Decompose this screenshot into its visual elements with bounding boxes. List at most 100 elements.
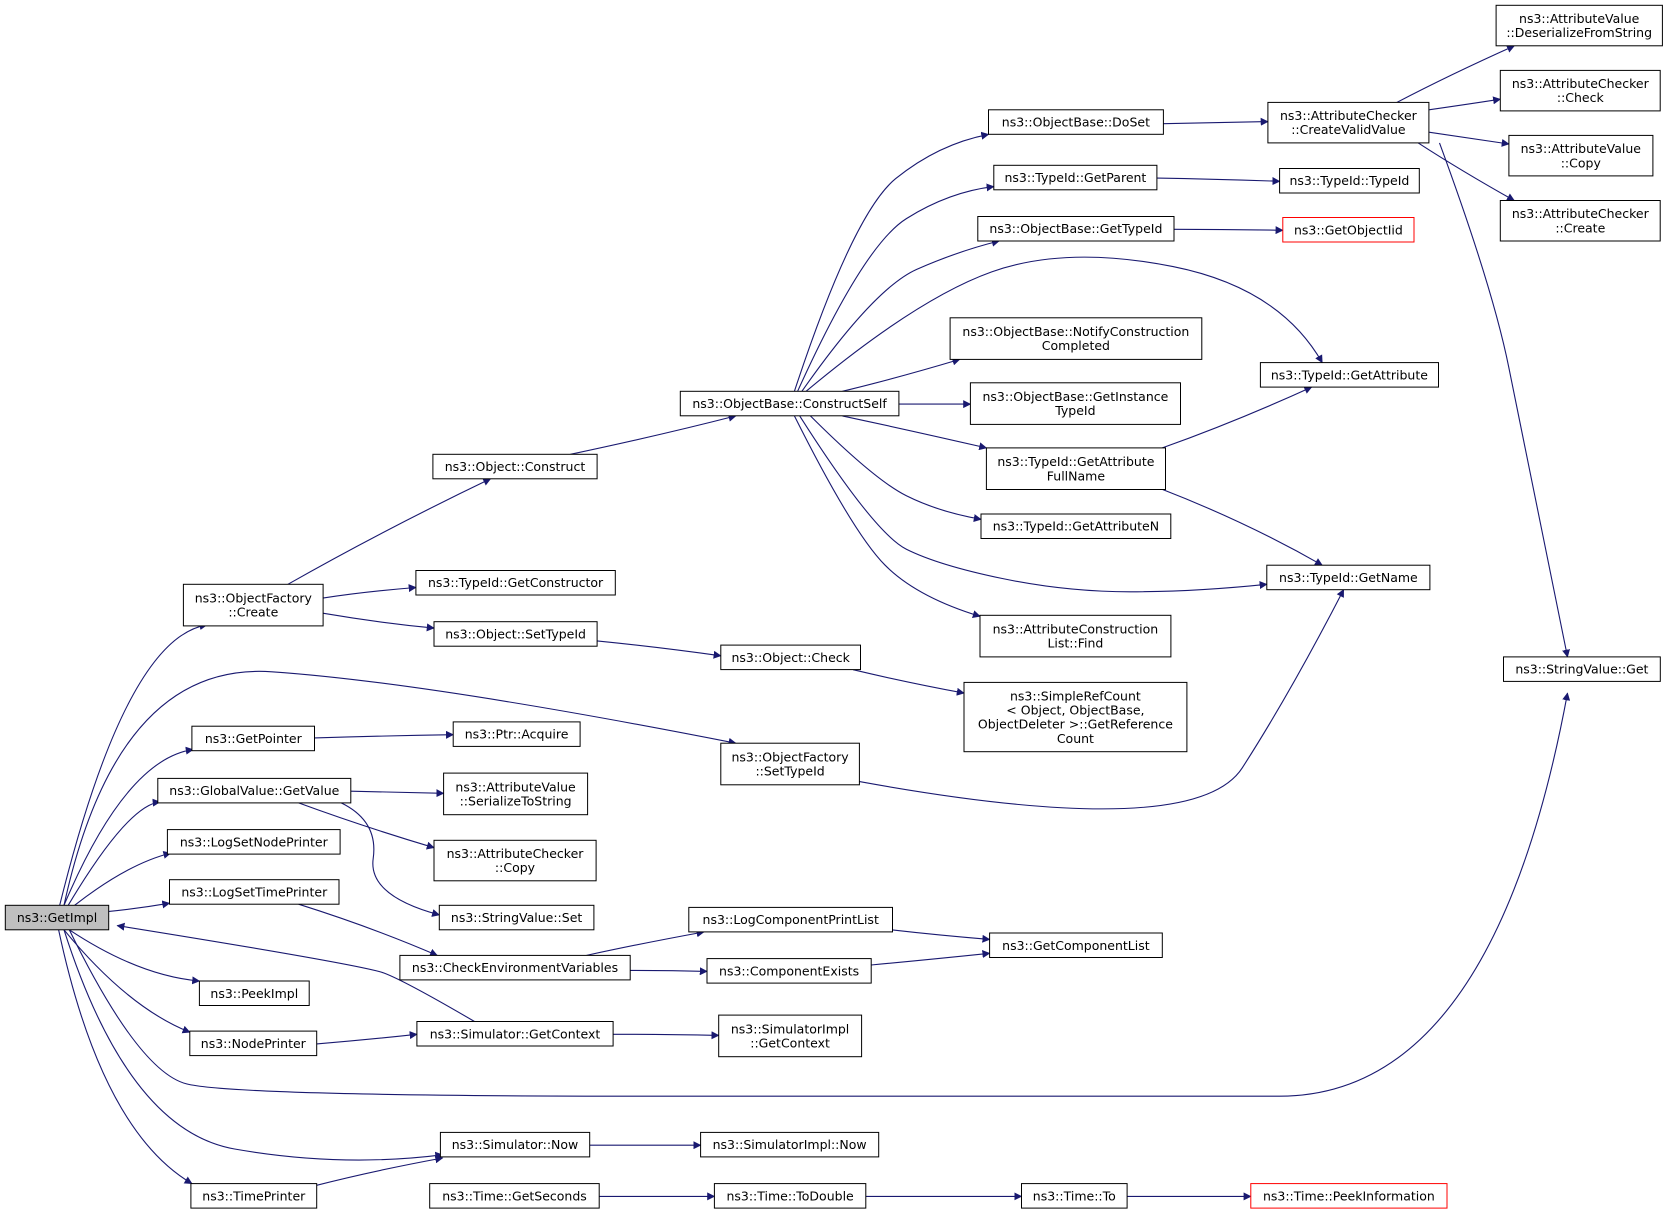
node-attribute-value-serialize[interactable]: ns3::AttributeValue::SerializeToString [443,772,589,816]
node-object-base-notify-construction[interactable]: ns3::ObjectBase::NotifyConstructionCompl… [949,317,1203,360]
node-attribute-checker-create-valid-value[interactable]: ns3::AttributeChecker::CreateValidValue [1267,101,1430,144]
edge-object-factory-create-to-object-construct [287,478,492,585]
node-label: ::SetTypeId [755,764,824,779]
node-label: ns3::StringValue::Set [451,910,582,925]
node-object-set-typeid[interactable]: ns3::Object::SetTypeId [433,621,598,647]
node-object-factory-set-typeid[interactable]: ns3::ObjectFactory::SetTypeId [720,742,860,786]
edge-component-exists-to-get-component-list [871,950,991,966]
edge-object-base-construct-self-to-object-base-get-typeid [801,238,1000,392]
node-peek-impl[interactable]: ns3::PeekImpl [198,980,310,1006]
node-label: Completed [1042,338,1110,353]
node-label: ns3::ComponentExists [719,963,859,978]
edge-get-impl-to-node-printer [63,929,191,1034]
node-label: ns3::Object::SetTypeId [445,626,586,641]
node-typeid-get-attribute-n[interactable]: ns3::TypeId::GetAttributeN [980,513,1172,539]
node-object-check[interactable]: ns3::Object::Check [720,644,861,671]
node-check-environment-variables[interactable]: ns3::CheckEnvironmentVariables [399,954,631,981]
node-object-construct[interactable]: ns3::Object::Construct [432,453,598,480]
node-label: ::Copy [495,860,536,875]
node-object-base-construct-self[interactable]: ns3::ObjectBase::ConstructSelf [679,390,900,417]
node-attribute-checker-create[interactable]: ns3::AttributeChecker::Create [1499,200,1661,242]
node-simulator-now[interactable]: ns3::Simulator::Now [439,1131,591,1158]
node-global-value-get-value[interactable]: ns3::GlobalValue::GetValue [157,777,352,804]
node-label: ns3::TypeId::GetConstructor [428,575,604,590]
edge-object-base-construct-self-to-typeid-get-attribute-n [810,415,982,522]
node-attribute-checker-check[interactable]: ns3::AttributeChecker::Check [1499,69,1661,112]
node-time-to-double[interactable]: ns3::Time::ToDouble [713,1183,867,1209]
edge-object-base-construct-self-to-typeid-get-attribute [805,256,1323,392]
node-label: ns3::LogComponentPrintList [703,912,879,927]
edge-object-base-construct-self-to-typeid-get-attribute-full-name [842,415,988,451]
node-box [980,513,1172,539]
node-time-get-seconds[interactable]: ns3::Time::GetSeconds [429,1183,600,1209]
node-object-base-do-set[interactable]: ns3::ObjectBase::DoSet [988,109,1164,135]
node-node-printer[interactable]: ns3::NodePrinter [189,1030,318,1057]
node-log-component-print-list[interactable]: ns3::LogComponentPrintList [688,906,893,933]
node-attribute-value-deserialize[interactable]: ns3::AttributeValue::DeserializeFromStri… [1495,4,1663,47]
node-box [720,742,860,786]
node-label: ns3::StringValue::Get [1515,662,1648,677]
node-get-impl[interactable]: ns3::GetImpl [4,904,110,931]
node-string-value-set[interactable]: ns3::StringValue::Set [438,904,595,931]
node-object-base-get-typeid[interactable]: ns3::ObjectBase::GetTypeId [977,216,1175,242]
node-box [988,109,1164,135]
node-get-pointer[interactable]: ns3::GetPointer [191,725,315,752]
node-box [433,839,597,882]
node-attribute-checker-copy[interactable]: ns3::AttributeChecker::Copy [433,839,597,882]
node-label: ns3::Simulator::GetContext [430,1026,601,1041]
node-label: ns3::Time::ToDouble [726,1188,854,1203]
edge-global-value-get-value-to-attribute-checker-copy [298,802,435,850]
node-typeid-get-constructor[interactable]: ns3::TypeId::GetConstructor [415,570,616,596]
edge-simulator-get-context-to-get-impl [116,922,475,1022]
node-log-set-time-printer[interactable]: ns3::LogSetTimePrinter [169,879,340,905]
node-label: ns3::NodePrinter [201,1036,307,1051]
edge-get-impl-to-string-value-get [68,692,1571,1097]
node-label: ns3::ObjectFactory [732,749,850,764]
edge-typeid-get-parent-to-typeid-typeid [1156,177,1281,186]
node-label: ns3::ObjectBase::ConstructSelf [692,396,887,411]
node-label: ns3::LogSetNodePrinter [180,834,329,849]
edge-attribute-checker-create-valid-value-to-attribute-checker-create [1417,142,1515,201]
node-typeid-get-attribute[interactable]: ns3::TypeId::GetAttribute [1259,362,1440,388]
edge-get-impl-to-object-factory-create [59,622,208,906]
edge-get-impl-to-time-printer [58,929,193,1185]
node-box [720,644,861,671]
node-box [429,1183,600,1209]
node-label: ns3::AttributeValue [455,779,576,794]
edge-get-impl-to-get-pointer [63,746,194,906]
node-get-component-list[interactable]: ns3::GetComponentList [989,932,1163,958]
node-get-object-iid[interactable]: ns3::GetObjectIid [1282,217,1415,243]
node-label: ns3::TimePrinter [202,1188,306,1203]
edge-get-impl-to-log-set-time-printer [106,900,171,913]
node-time-to[interactable]: ns3::Time::To [1021,1183,1128,1209]
node-box [1499,200,1661,242]
node-label: ns3::TypeId::GetAttributeN [993,519,1159,534]
node-label: ns3::AttributeChecker [1512,76,1650,91]
node-component-exists[interactable]: ns3::ComponentExists [706,958,872,984]
node-time-peek-information[interactable]: ns3::Time::PeekInformation [1250,1183,1448,1209]
node-simulator-get-context[interactable]: ns3::Simulator::GetContext [416,1021,614,1047]
edge-object-base-get-typeid-to-get-object-iid [1173,226,1284,235]
node-time-printer[interactable]: ns3::TimePrinter [190,1183,318,1209]
node-string-value-get[interactable]: ns3::StringValue::Get [1503,656,1661,682]
node-label: ns3::LogSetTimePrinter [181,885,328,900]
edge-node-printer-to-simulator-get-context [316,1031,418,1045]
node-box [190,1183,318,1209]
node-ptr-acquire[interactable]: ns3::Ptr::Acquire [452,721,581,747]
node-simulator-impl-get-context[interactable]: ns3::SimulatorImpl::GetContext [718,1014,863,1058]
node-typeid-get-name[interactable]: ns3::TypeId::GetName [1266,564,1431,591]
node-simple-ref-count[interactable]: ns3::SimpleRefCount< Object, ObjectBase,… [963,681,1188,753]
node-typeid-typeid[interactable]: ns3::TypeId::TypeId [1279,168,1420,194]
node-object-factory-create[interactable]: ns3::ObjectFactory::Create [182,583,324,627]
node-log-set-node-printer[interactable]: ns3::LogSetNodePrinter [166,829,341,855]
node-label: ns3::ObjectBase::NotifyConstruction [962,324,1189,339]
node-typeid-get-parent[interactable]: ns3::TypeId::GetParent [993,164,1158,191]
edge-attribute-checker-create-valid-value-to-attribute-value-copy [1428,131,1510,147]
node-simulator-impl-now[interactable]: ns3::SimulatorImpl::Now [700,1131,880,1158]
node-attribute-value-copy[interactable]: ns3::AttributeValue::Copy [1508,134,1654,177]
node-label: ns3::AttributeChecker [1512,206,1650,221]
